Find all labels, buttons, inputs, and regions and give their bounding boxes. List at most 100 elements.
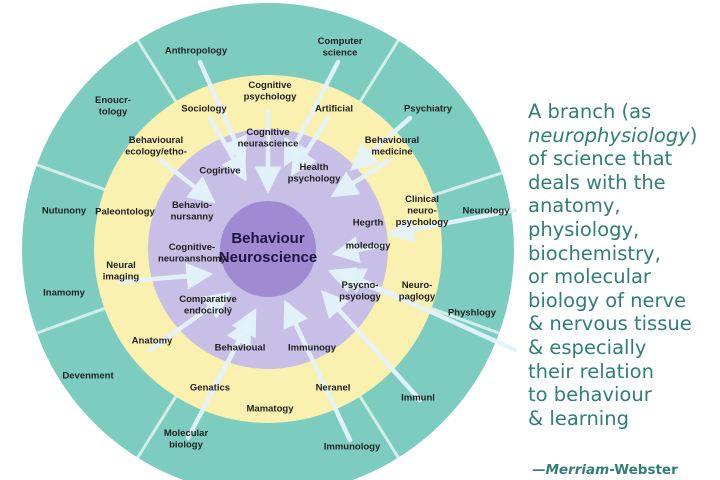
label-hegrth-line-1: Hegrth [353,218,384,229]
center-title-line-2: Neuroscience [219,249,317,266]
label-nutunony-line-1: Nutunony [42,206,87,217]
label-neranel: Neranel [316,383,351,394]
label-anthropology: Anthropology [165,46,228,57]
label-behavio-nursanny-line-1: Behavio- [172,200,212,211]
definition-line-2-part-2: ) [689,123,698,147]
label-anatomy-line-1: Anatomy [132,336,173,347]
arrow-artificial [290,115,331,177]
definition-line-11-part-1: & especially [528,335,647,359]
label-hegrth: Hegrth [353,218,384,229]
label-neuro-pagology-line-1: Neuro- [402,280,433,291]
label-neranel-line-1: Neranel [316,383,351,394]
label-genatics: Genatics [190,383,230,394]
label-genatics-line-1: Genatics [190,383,230,394]
label-mamatogy-line-1: Mamatogy [247,404,295,415]
label-cognitive-psychology-line-2: psychology [244,91,298,102]
arrow-immunl [320,289,423,403]
label-artificial-line-1: Artificial [315,104,353,115]
label-anthropology-line-1: Anthropology [165,46,228,57]
label-psychiatry: Psychiatry [404,104,453,115]
label-health-psychology-line-1: Health [299,162,328,173]
arrow-behavioural-ecology [157,157,216,204]
label-computer-science-line-1: Computer [318,36,363,47]
label-neural-imaging-line-2: imaging [103,271,140,282]
outer-ring-separator-2 [431,171,503,198]
arrow-clinical [331,236,388,263]
definition-line-8-part-1: or molecular [528,265,651,289]
definition-line-6-part-1: physiology, [528,217,640,241]
definition-line-7: biochemistry, [528,242,720,266]
label-behavioual-line-1: Behavioual [215,343,266,354]
definition-line-9: biology of nerve [528,289,720,313]
definition-line-14-part-1: & learning [528,406,629,430]
label-immunogy-line-1: Immunogy [288,343,337,354]
label-sociology-line-1: Sociology [181,104,227,115]
definition-line-12: their relation [528,360,720,384]
arrow-genatics [207,318,252,398]
arrow-immunology [283,299,353,443]
arrow-anthropology [197,59,247,165]
label-cognitive-neuroanshomy: Cognitive-neuroanshomy [158,242,227,265]
definition-line-13: to behaviour [528,383,720,407]
label-immunl-line-1: Immunl [401,393,435,404]
label-neural-imaging-line-1: Neural [106,260,136,271]
label-cognitive-psychology-line-1: Cognitive [248,80,291,91]
label-psycho-psyology-line-2: psyology [339,291,381,302]
label-behavio-nursanny: Behavio-nursanny [171,200,214,223]
definition-line-1: A branch (as [528,100,720,124]
label-neurology-line-1: Neurology [463,206,511,217]
label-paleontology-line-1: Paleontology [95,207,155,218]
definition-line-14: & learning [528,407,720,431]
label-nutunony: Nutunony [42,206,87,217]
arrow-neuro-pagology [327,267,408,303]
label-behavioural-ecology-line-1: Behavioural [129,135,183,146]
arrow-computer-science [283,59,341,167]
label-clinical-neuropsychology-line-1: Clinical [405,194,439,205]
label-paleontology: Paleontology [95,207,155,218]
label-neuro-pagology: Neuro-paglogy [399,280,436,303]
arrow-psychiatry [349,115,413,171]
label-devenment-line-1: Devenment [62,371,114,382]
label-cogirtive-line-1: Cogirtive [199,166,240,177]
label-psycho-psyology: Psycno-psyology [339,280,381,303]
label-neurology: Neurology [463,206,511,217]
center-title-line-1: Behaviour [231,230,305,247]
definition-line-13-part-1: to behaviour [528,383,652,407]
definition-line-5: anatomy, [528,194,720,218]
label-anatomy: Anatomy [132,336,173,347]
label-comparative-endocirology-line-2: endocirolý [184,305,233,316]
definition-line-10-part-1: & nervous tissue [528,312,692,336]
attribution-source-rest: -Webster [609,462,678,478]
outer-ring-separator-1 [357,39,400,104]
label-cognitive-neuroanshomy-line-1: Cognitive- [169,242,215,253]
arrow-sociology [207,115,247,182]
label-inamomy-line-1: Inamomy [43,288,85,299]
label-behavioural-ecology-line-2: ecology/etho- [125,146,187,157]
label-moledogy-line-1: moledogy [346,241,392,252]
label-molecular-biology-line-1: Molecular [164,428,209,439]
definition-line-8: or molecular [528,265,720,289]
label-moledogy: moledogy [346,241,392,252]
label-immunl: Immunl [401,393,435,404]
label-endocrinology-line-1: Enoucr- [95,95,131,106]
core-circle [220,201,316,297]
definition-line-7-part-1: biochemistry, [528,241,661,265]
label-clinical-neuropsychology-line-2: neuro- [407,206,437,217]
label-behavioual: Behavioual [215,343,266,354]
label-health-psychology-line-2: psychology [288,173,342,184]
arrow-anatomy [147,292,231,353]
label-devenment: Devenment [62,371,114,382]
definition-line-2: neurophysiology) [528,124,720,148]
definition-line-4-part-1: deals with the [528,170,666,194]
